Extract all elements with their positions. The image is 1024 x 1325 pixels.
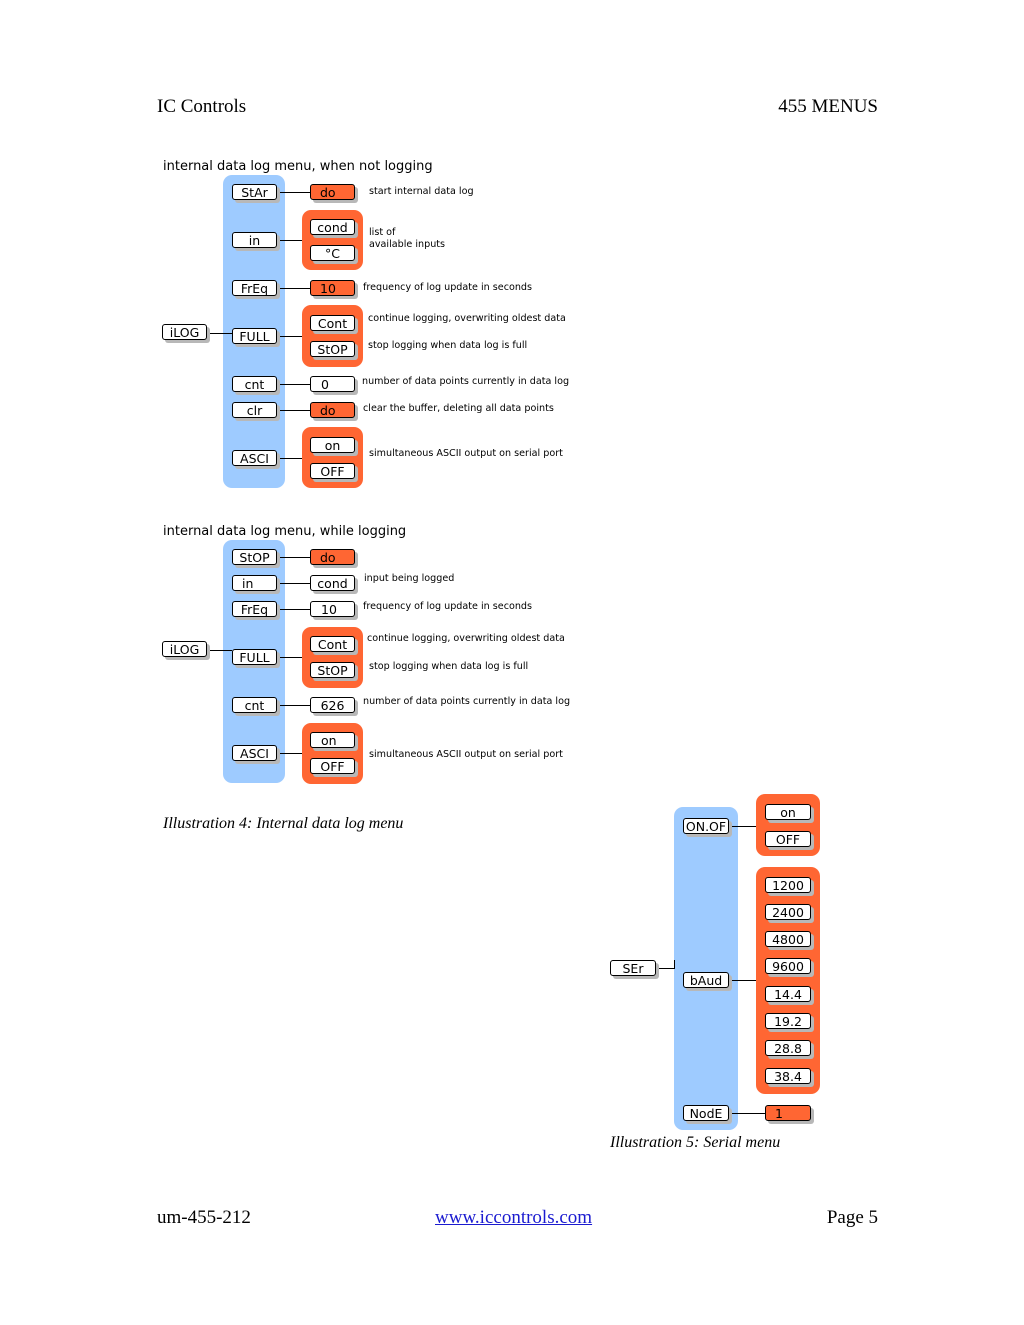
caption-illustration-5: Illustration 5: Serial menu xyxy=(610,1134,781,1151)
option-baud[interactable]: 9600 xyxy=(765,958,811,974)
baud-options-panel xyxy=(756,867,820,1094)
value-cnt[interactable]: 626 xyxy=(310,697,355,713)
menu-root-ilog[interactable]: iLOG xyxy=(162,324,207,340)
menu-item-freq[interactable]: FrEq xyxy=(232,280,277,296)
menu-root-ilog[interactable]: iLOG xyxy=(162,641,207,657)
menu-item-clr[interactable]: clr xyxy=(232,402,277,418)
desc-in-line1: list of xyxy=(369,227,396,238)
desc-full-cont: continue logging, overwriting oldest dat… xyxy=(368,313,566,324)
menu-item-cnt[interactable]: cnt xyxy=(232,697,277,713)
value-node[interactable]: 1 xyxy=(765,1105,811,1121)
connector xyxy=(674,960,675,969)
desc-cnt: number of data points currently in data … xyxy=(363,696,571,707)
value-stop-do[interactable]: do xyxy=(310,549,355,565)
submenu-panel xyxy=(674,807,738,1130)
caption-illustration-4: Illustration 4: Internal data log menu xyxy=(163,815,404,832)
diagram-title: internal data log menu, when not logging xyxy=(163,159,433,174)
connector xyxy=(277,657,302,658)
option-full-stop[interactable]: StOP xyxy=(310,341,355,357)
menu-item-star[interactable]: StAr xyxy=(232,184,277,200)
connector xyxy=(277,583,310,584)
menu-item-stop[interactable]: StOP xyxy=(232,549,277,565)
desc-full-cont: continue logging, overwriting oldest dat… xyxy=(367,633,565,644)
option-baud[interactable]: 19.2 xyxy=(765,1013,811,1029)
connector xyxy=(729,980,756,981)
option-full-cont[interactable]: Cont xyxy=(310,636,355,652)
menu-item-full[interactable]: FULL xyxy=(232,649,277,665)
menu-item-in[interactable]: in xyxy=(232,575,277,591)
value-cnt[interactable]: 0 xyxy=(310,376,355,392)
connector xyxy=(208,333,232,334)
connector xyxy=(277,458,302,459)
connector xyxy=(208,650,232,651)
option-baud[interactable]: 14.4 xyxy=(765,986,811,1002)
option-baud[interactable]: 2400 xyxy=(765,904,811,920)
menu-item-full[interactable]: FULL xyxy=(232,328,277,344)
desc-clr: clear the buffer, deleting all data poin… xyxy=(363,403,554,414)
option-full-stop[interactable]: StOP xyxy=(310,662,355,678)
menu-item-node[interactable]: NodE xyxy=(683,1105,729,1121)
desc-full-stop: stop logging when data log is full xyxy=(368,340,528,351)
connector xyxy=(277,753,302,754)
option-full-cont[interactable]: Cont xyxy=(310,315,355,331)
desc-freq: frequency of log update in seconds xyxy=(363,601,533,612)
connector xyxy=(277,288,310,289)
option-baud[interactable]: 4800 xyxy=(765,931,811,947)
connector xyxy=(277,557,310,558)
connector xyxy=(277,192,310,193)
value-clr-do[interactable]: do xyxy=(310,402,355,418)
footer-page-number: Page 5 xyxy=(826,1207,878,1228)
desc-cnt: number of data points currently in data … xyxy=(362,376,570,387)
option-asci-on[interactable]: on xyxy=(310,437,355,453)
connector xyxy=(277,705,310,706)
option-asci-off[interactable]: OFF xyxy=(310,463,355,479)
menu-item-onof[interactable]: ON.OF xyxy=(683,818,729,834)
header-right: 455 MENUS xyxy=(778,96,878,117)
option-baud[interactable]: 38.4 xyxy=(765,1068,811,1084)
option-asci-on[interactable]: on xyxy=(310,732,355,748)
menu-item-cnt[interactable]: cnt xyxy=(232,376,277,392)
footer-website-link[interactable]: www.iccontrols.com xyxy=(435,1207,593,1228)
diagram-title: internal data log menu, while logging xyxy=(163,524,407,539)
value-freq[interactable]: 10 xyxy=(310,601,355,617)
option-onof-on[interactable]: on xyxy=(765,804,811,820)
menu-item-asci[interactable]: ASCI xyxy=(232,745,277,761)
connector xyxy=(656,968,674,969)
menu-root-ser[interactable]: SEr xyxy=(610,960,656,976)
desc-freq: frequency of log update in seconds xyxy=(363,282,533,293)
value-in-cond[interactable]: cond xyxy=(310,575,355,591)
value-freq[interactable]: 10 xyxy=(310,280,355,296)
connector xyxy=(277,336,302,337)
option-onof-off[interactable]: OFF xyxy=(765,831,811,847)
desc-star: start internal data log xyxy=(369,186,474,197)
footer-left: um-455-212 xyxy=(157,1207,251,1228)
connector xyxy=(277,410,310,411)
option-in-degc[interactable]: °C xyxy=(310,245,355,261)
option-baud[interactable]: 1200 xyxy=(765,877,811,893)
menu-item-baud[interactable]: bAud xyxy=(683,972,729,988)
connector xyxy=(277,240,302,241)
desc-in: input being logged xyxy=(364,573,455,584)
option-asci-off[interactable]: OFF xyxy=(310,758,355,774)
menu-item-freq[interactable]: FrEq xyxy=(232,601,277,617)
connector xyxy=(729,1113,765,1114)
desc-asci: simultaneous ASCII output on serial port xyxy=(369,448,563,459)
header-left: IC Controls xyxy=(157,96,247,117)
connector xyxy=(277,384,310,385)
connector xyxy=(277,609,310,610)
menu-item-asci[interactable]: ASCI xyxy=(232,450,277,466)
option-baud[interactable]: 28.8 xyxy=(765,1040,811,1056)
desc-in-line2: available inputs xyxy=(369,239,446,250)
menu-item-in[interactable]: in xyxy=(232,232,277,248)
connector xyxy=(729,826,756,827)
desc-full-stop: stop logging when data log is full xyxy=(369,661,529,672)
desc-asci: simultaneous ASCII output on serial port xyxy=(369,749,563,760)
option-in-cond[interactable]: cond xyxy=(310,219,355,235)
value-star-do[interactable]: do xyxy=(310,184,355,200)
